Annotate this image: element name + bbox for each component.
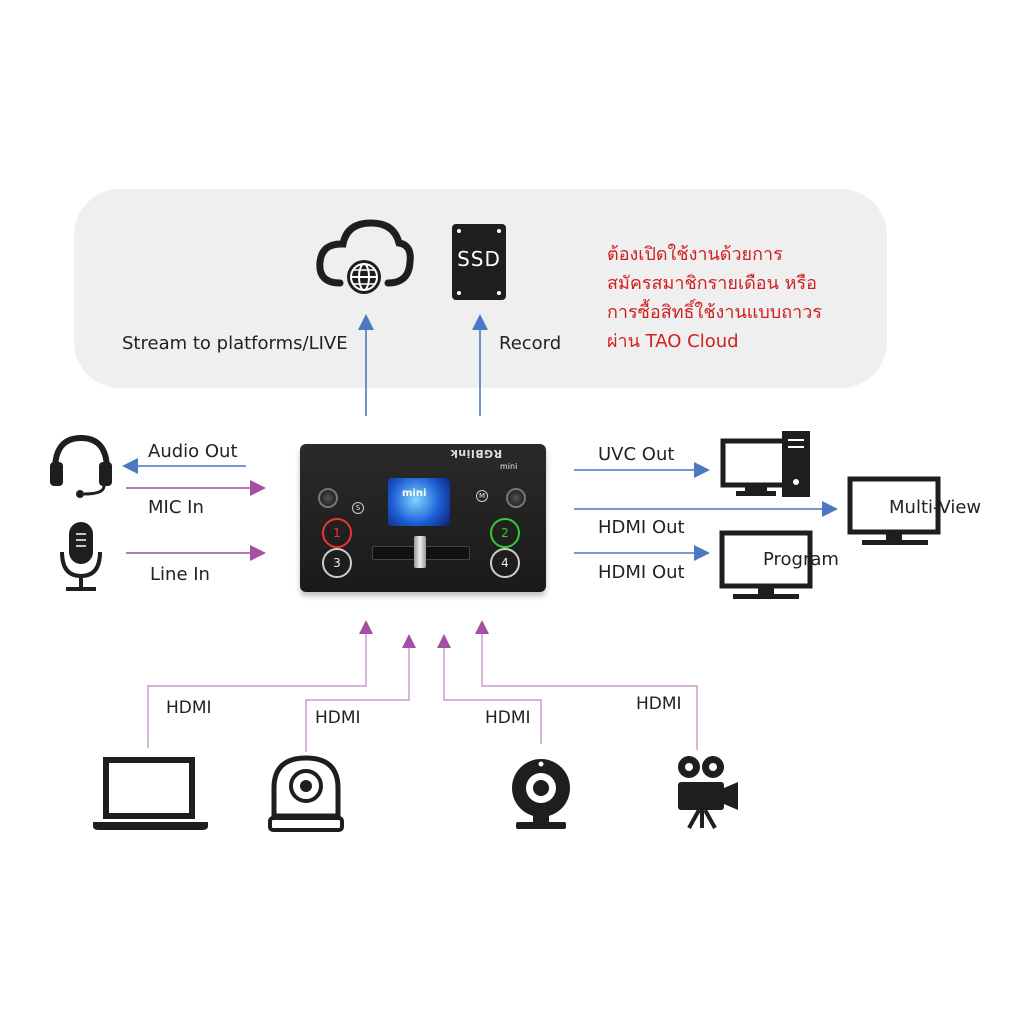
program-monitor-icon	[719, 530, 813, 599]
hdmi-label-webcam: HDMI	[485, 708, 531, 728]
multiview-label: Multi-View	[889, 497, 982, 518]
arrowhead-2	[402, 634, 416, 648]
hdmi-label-laptop: HDMI	[166, 698, 212, 718]
t-bar-handle	[414, 536, 426, 568]
arrowhead-4	[475, 620, 489, 634]
webcam-icon	[512, 759, 570, 829]
switch-button-4: 4	[490, 548, 520, 578]
note-line: ผ่าน TAO Cloud	[607, 331, 739, 352]
uvc-out-label: UVC Out	[598, 444, 675, 465]
tao-cloud-note: ต้องเปิดใช้งานด้วยการ สมัครสมาชิกรายเดือ…	[607, 240, 877, 356]
video-camera-icon	[678, 756, 738, 829]
right-knob	[506, 488, 526, 508]
video-switcher-device: RGBlink mini S M mini 1 2 3 4	[300, 444, 546, 592]
line-videocam	[481, 624, 698, 750]
record-label: Record	[499, 333, 562, 354]
line-ptz	[305, 638, 410, 752]
hdmi-out-label-1: HDMI Out	[598, 517, 685, 538]
microphone-icon	[60, 522, 102, 591]
ssd-label: SSD	[457, 247, 501, 271]
note-line: สมัครสมาชิกรายเดือน หรือ	[607, 273, 817, 294]
hdmi-out-label-2: HDMI Out	[598, 562, 685, 583]
device-screen: mini	[388, 478, 450, 526]
ssd-icon	[452, 224, 506, 300]
note-line: การซื้อสิทธิ์ใช้งานแบบถาวร	[607, 302, 822, 323]
device-brand: RGBlink	[450, 447, 503, 460]
desktop-computer-icon	[720, 431, 810, 497]
hdmi-label-ptz: HDMI	[315, 708, 361, 728]
program-label: Program	[763, 549, 839, 570]
mic-in-label: MIC In	[148, 497, 204, 518]
note-line: ต้องเปิดใช้งานด้วยการ	[607, 244, 783, 265]
left-knob	[318, 488, 338, 508]
laptop-icon	[93, 757, 208, 830]
s-button: S	[352, 502, 364, 514]
multiview-monitor-icon	[847, 476, 941, 545]
device-model: mini	[500, 462, 518, 471]
switch-button-2: 2	[490, 518, 520, 548]
switch-button-1: 1	[322, 518, 352, 548]
line-webcam	[443, 638, 542, 744]
line-laptop	[147, 624, 367, 748]
arrowhead-3	[437, 634, 451, 648]
audio-out-label: Audio Out	[148, 441, 238, 462]
headset-icon	[50, 434, 112, 498]
screen-model: mini	[402, 488, 427, 499]
switch-button-3: 3	[322, 548, 352, 578]
hdmi-label-videocam: HDMI	[636, 694, 682, 714]
arrowhead-1	[359, 620, 373, 634]
cloud-globe-icon	[316, 219, 414, 294]
ptz-camera-icon	[268, 755, 344, 832]
m-button: M	[476, 490, 488, 502]
stream-label: Stream to platforms/LIVE	[122, 333, 348, 354]
line-in-label: Line In	[150, 564, 210, 585]
